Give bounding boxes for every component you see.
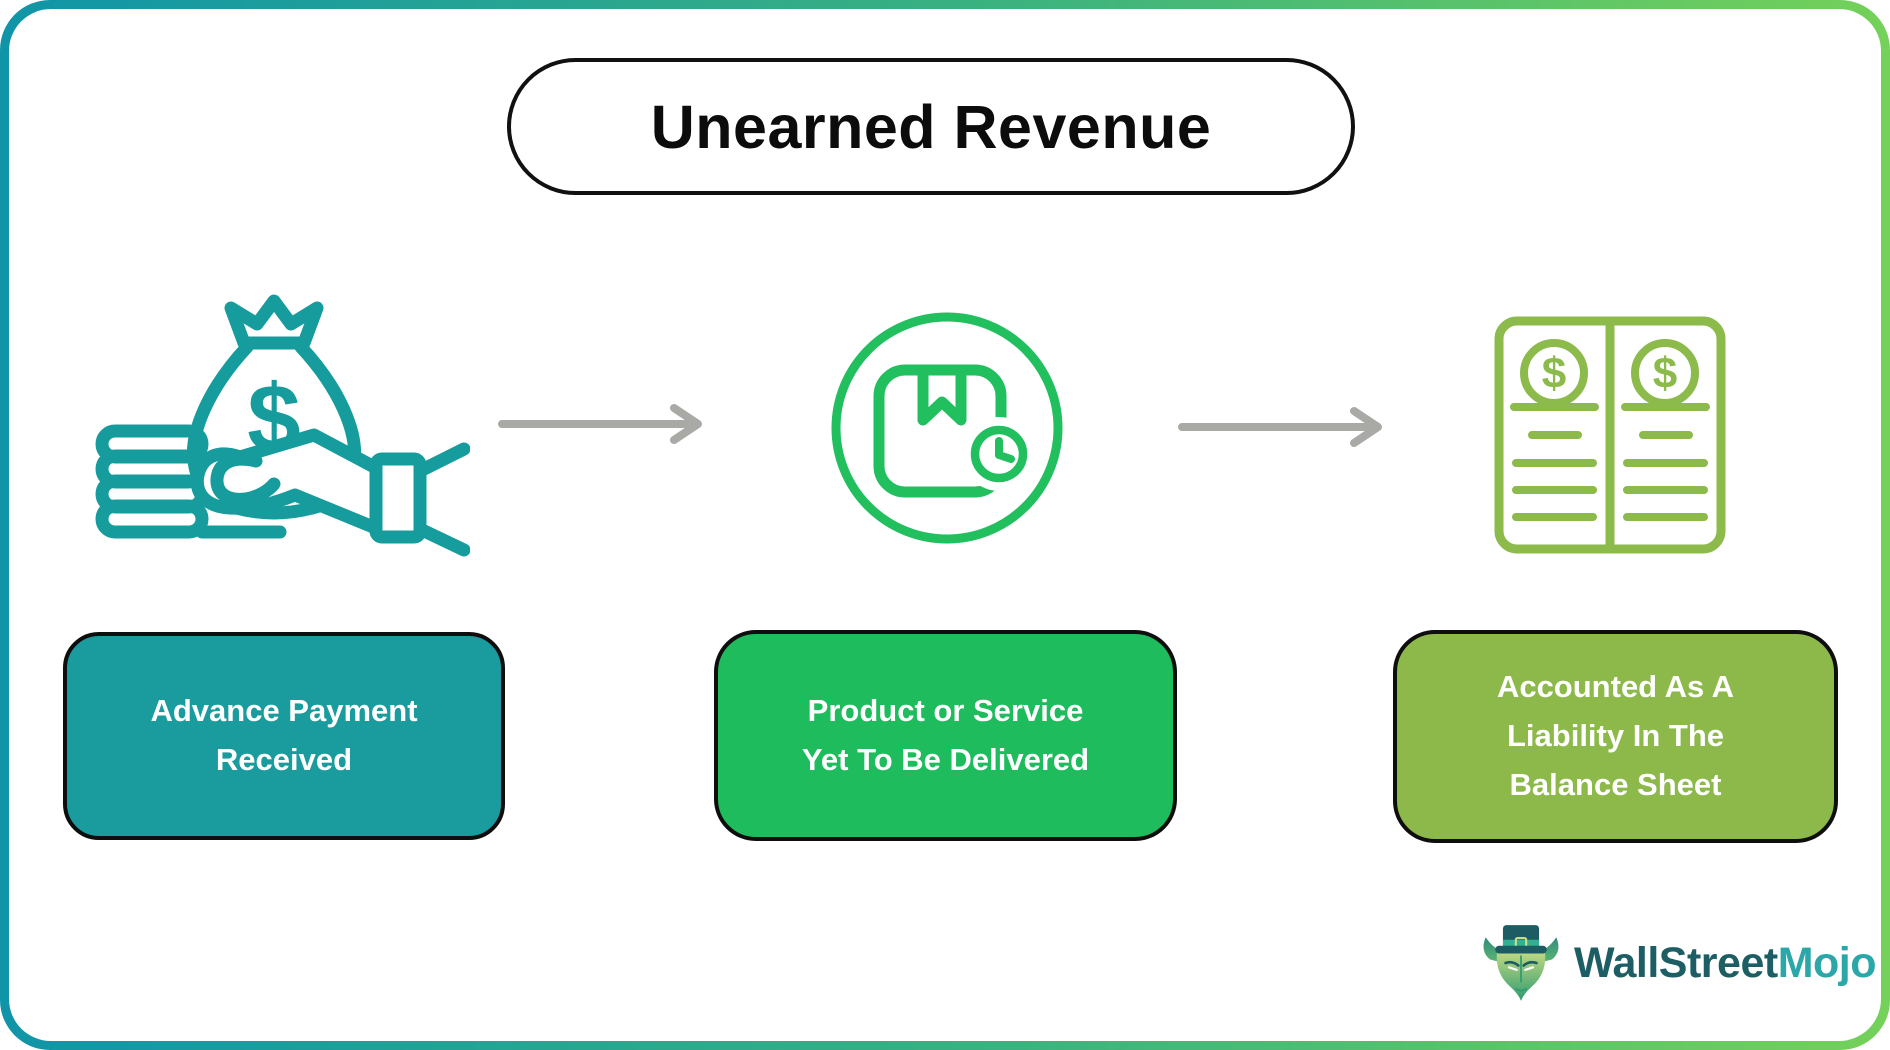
arrow-right-icon bbox=[498, 402, 718, 446]
money-bag-in-hand-icon: $ bbox=[90, 293, 471, 563]
product-service-box: Product or Service Yet To Be Delivered bbox=[714, 630, 1177, 841]
step-label: Product or Service Yet To Be Delivered bbox=[801, 692, 1090, 777]
dollar-glyph: $ bbox=[1542, 349, 1566, 398]
brand-name-primary: WallStreet bbox=[1574, 938, 1778, 987]
arrow-right-icon bbox=[1178, 405, 1398, 449]
step-label: Advance Payment Received bbox=[150, 693, 418, 777]
balance-sheet-icon: $ $ bbox=[1494, 316, 1726, 554]
dollar-glyph: $ bbox=[1653, 349, 1677, 398]
bull-mascot-icon bbox=[1483, 925, 1559, 1001]
brand-name: WallStreetMojo bbox=[1574, 938, 1877, 988]
title-pill: Unearned Revenue bbox=[507, 58, 1355, 195]
advance-payment-box: Advance Payment Received bbox=[63, 632, 505, 840]
package-pending-clock-icon bbox=[827, 308, 1067, 548]
liability-balance-sheet-box: Accounted As A Liability In The Balance … bbox=[1393, 630, 1838, 843]
step-label: Accounted As A Liability In The Balance … bbox=[1496, 669, 1735, 802]
page-title: Unearned Revenue bbox=[650, 92, 1212, 161]
brand-logo: WallStreetMojo bbox=[1478, 918, 1877, 1008]
brand-name-secondary: Mojo bbox=[1777, 938, 1877, 987]
